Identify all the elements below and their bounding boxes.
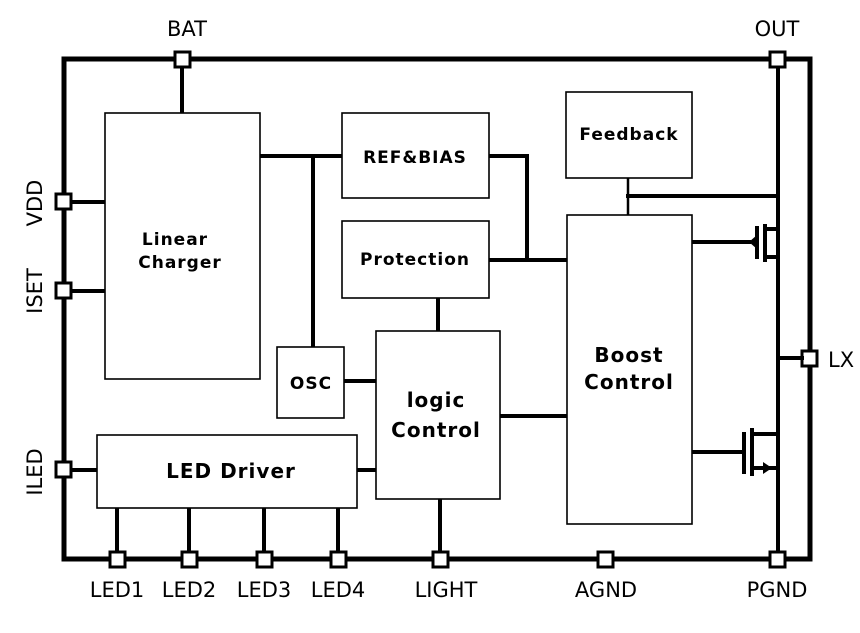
pin-lx: [800, 349, 819, 368]
logic-control-label-2: Control: [391, 418, 481, 442]
led-driver-label: LED Driver: [166, 459, 296, 483]
pin-agnd: [596, 550, 615, 569]
pin-label-pgnd: PGND: [747, 578, 808, 602]
pin-label-bat: BAT: [167, 17, 207, 41]
pin-label-led2: LED2: [162, 578, 217, 602]
protection-label: Protection: [360, 250, 470, 270]
pin-iset: [54, 281, 73, 300]
pin-label-light: LIGHT: [415, 578, 478, 602]
ref-bias-block: REF&BIAS: [341, 112, 490, 199]
pin-led4: [329, 550, 348, 569]
pin-led2: [180, 550, 199, 569]
wire-ref-boost: [487, 154, 569, 262]
pin-bat: [173, 50, 192, 69]
pin-label-vdd: VDD: [23, 180, 47, 227]
feedback-label: Feedback: [579, 125, 678, 145]
pin-label-agnd: AGND: [575, 578, 637, 602]
pin-light: [431, 550, 450, 569]
logic-control-label-1: logic: [407, 388, 466, 412]
pin-label-lx: LX: [828, 348, 854, 372]
pin-label-led4: LED4: [311, 578, 366, 602]
osc-label: OSC: [290, 374, 332, 394]
linear-charger-label-2: Charger: [138, 253, 222, 273]
pmos-transistor: [690, 224, 780, 262]
pin-led3: [255, 550, 274, 569]
pin-iled: [54, 460, 73, 479]
boost-control-label-2: Control: [584, 370, 674, 394]
pin-label-iled: ILED: [23, 448, 47, 495]
boost-control-label-1: Boost: [594, 343, 663, 367]
osc-block: OSC: [276, 346, 345, 419]
pin-label-out: OUT: [755, 17, 800, 41]
protection-block: Protection: [341, 220, 490, 299]
pin-out: [768, 50, 787, 69]
linear-charger-label-1: Linear: [142, 230, 208, 250]
logic-control-block: logic Control: [375, 330, 501, 500]
ref-bias-label: REF&BIAS: [363, 148, 467, 168]
boost-control-block: Boost Control: [566, 214, 693, 525]
led-driver-block: LED Driver: [96, 434, 358, 509]
nmos-transistor: [690, 428, 780, 476]
linear-charger-block: Linear Charger: [104, 112, 261, 380]
pin-led1: [108, 550, 127, 569]
pin-label-led1: LED1: [90, 578, 145, 602]
pin-label-iset: ISET: [23, 268, 47, 314]
pin-label-led3: LED3: [237, 578, 292, 602]
pin-vdd: [54, 192, 73, 211]
feedback-block: Feedback: [565, 91, 693, 179]
pin-pgnd: [768, 550, 787, 569]
